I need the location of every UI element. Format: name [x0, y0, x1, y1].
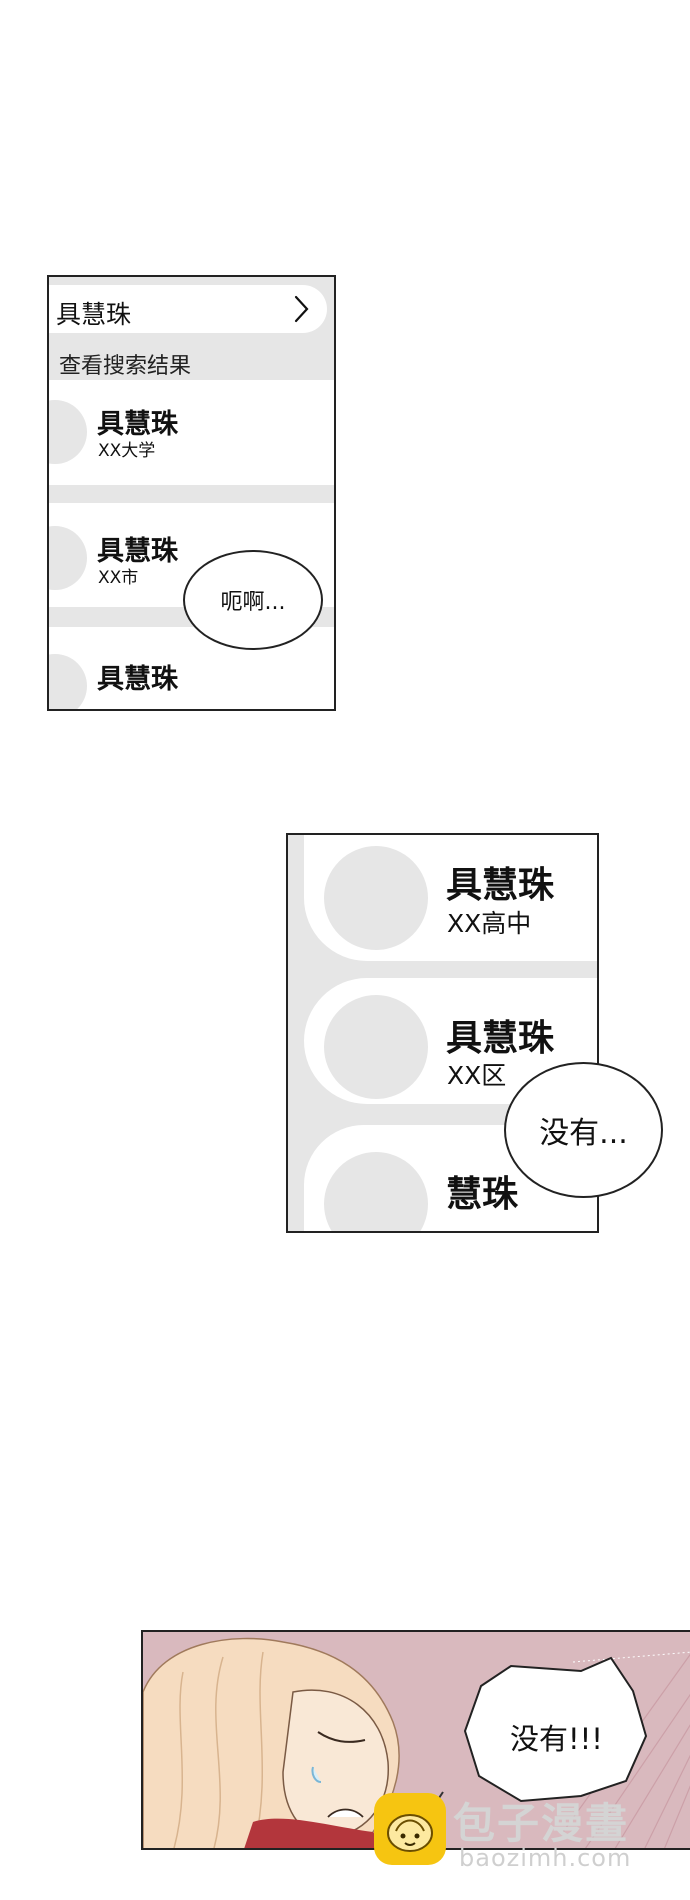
result-detail: XX大学 [98, 441, 156, 461]
result-name: 具慧珠 [97, 536, 178, 567]
result-name: 具慧珠 [446, 1018, 555, 1059]
result-name: 具慧珠 [446, 865, 555, 906]
avatar [324, 1152, 428, 1231]
watermark-url: baozimh.com [459, 1844, 632, 1872]
result-name: 具慧珠 [97, 664, 178, 695]
character-illustration [143, 1637, 690, 1848]
chevron-right-icon[interactable] [293, 294, 311, 328]
reaction-panel: 没有!!! [141, 1630, 690, 1850]
avatar [324, 846, 428, 950]
result-detail: XX高中 [447, 909, 532, 938]
watermark-title: 包子漫畫 [453, 1799, 630, 1848]
speech-bubble-shape [463, 1656, 648, 1803]
view-results-link[interactable]: 查看搜索结果 [59, 354, 192, 379]
result-name: 具慧珠 [97, 409, 178, 440]
result-name: 慧珠 [446, 1174, 519, 1215]
speech-bubble-text: 没有!!! [510, 1722, 603, 1756]
watermark-logo [374, 1793, 446, 1865]
result-detail: XX市 [98, 568, 139, 588]
speech-bubble: 没有... [504, 1062, 663, 1198]
search-query-text: 具慧珠 [56, 300, 132, 329]
search-results-panel-1: 具慧珠 查看搜索结果 具慧珠 XX大学 具慧珠 XX市 具慧珠 呃啊... [47, 275, 336, 711]
speech-bubble: 呃啊... [183, 550, 323, 650]
result-card[interactable] [49, 380, 334, 496]
result-detail: XX区 [447, 1061, 507, 1090]
search-bar[interactable] [49, 285, 327, 333]
avatar [324, 995, 428, 1099]
search-results-panel-2: 具慧珠 XX高中 具慧珠 XX区 慧珠 [286, 833, 599, 1233]
result-divider [49, 485, 334, 503]
